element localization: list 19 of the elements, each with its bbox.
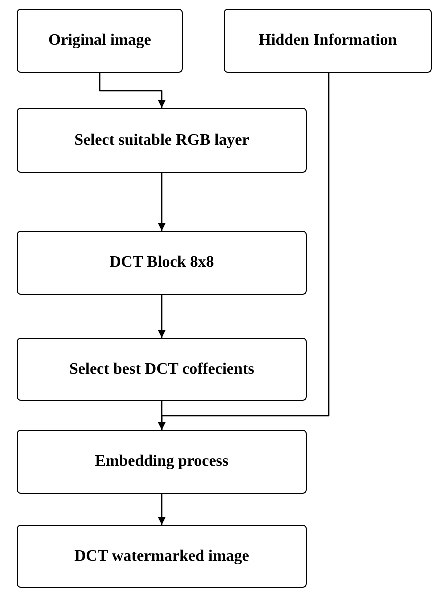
arrow bbox=[158, 494, 166, 525]
box-label: Hidden Information bbox=[258, 31, 398, 51]
box-label: DCT Block 8x8 bbox=[110, 253, 214, 273]
arrow bbox=[158, 173, 166, 231]
process-box bbox=[17, 231, 307, 295]
arrow bbox=[99, 73, 166, 108]
box-label: Select suitable RGB layer bbox=[74, 130, 250, 150]
process-box bbox=[17, 525, 307, 588]
box-label: Select best DCT coffecients bbox=[70, 360, 254, 380]
process-box bbox=[17, 108, 307, 173]
process-box bbox=[17, 430, 307, 494]
box-label: DCT watermarked image bbox=[74, 546, 250, 566]
box-label: Original image bbox=[48, 31, 152, 51]
arrow bbox=[158, 73, 330, 430]
box-label: Embedding process bbox=[95, 452, 229, 472]
process-box bbox=[17, 338, 307, 401]
process-box bbox=[224, 9, 432, 73]
process-box bbox=[17, 9, 183, 73]
arrow bbox=[158, 295, 166, 338]
